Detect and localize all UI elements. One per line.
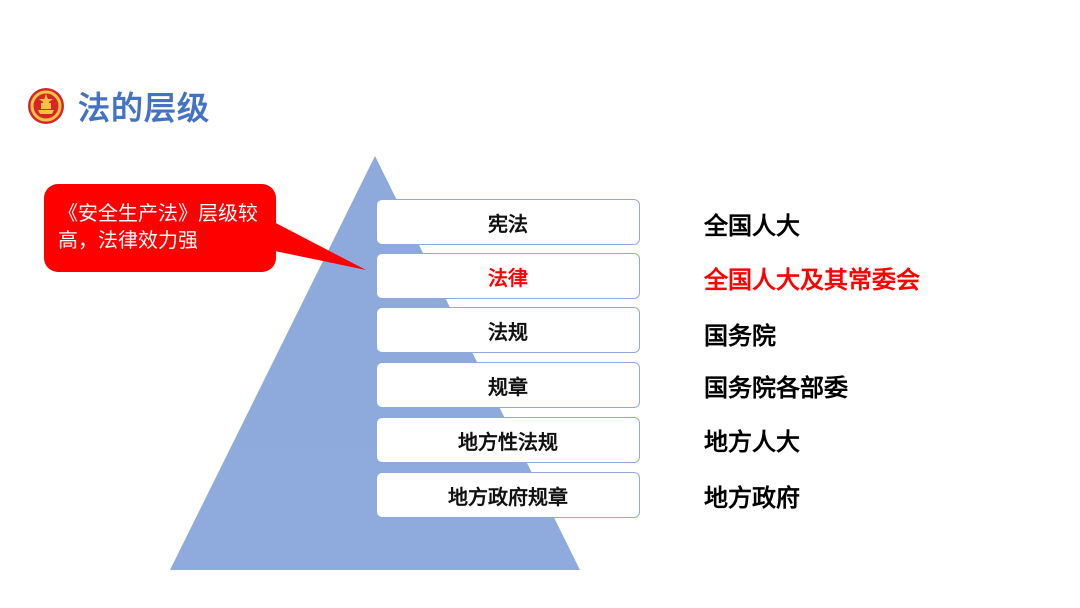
authority-rule: 国务院各部委 [704, 374, 848, 402]
level-box-law: 法律 [376, 253, 640, 299]
title-bar: 法的层级 [26, 82, 210, 130]
pyramid-shape [170, 156, 580, 570]
authority-regulation: 国务院 [704, 322, 776, 350]
national-emblem-icon [28, 88, 64, 124]
authority-local-regulation: 地方人大 [704, 428, 800, 456]
level-box-constitution: 宪法 [376, 199, 640, 245]
authority-law: 全国人大及其常委会 [704, 266, 920, 294]
authority-local-government-rule: 地方政府 [704, 484, 800, 512]
level-box-local-government-rule: 地方政府规章 [376, 472, 640, 518]
callout-text: 《安全生产法》层级较高，法律效力强 [58, 201, 258, 252]
pyramid-diagram [170, 156, 580, 570]
level-box-local-regulation: 地方性法规 [376, 417, 640, 463]
level-box-regulation: 法规 [376, 307, 640, 353]
page-title: 法的层级 [78, 89, 211, 127]
authority-constitution: 全国人大 [704, 212, 800, 240]
level-box-rule: 规章 [376, 362, 640, 408]
